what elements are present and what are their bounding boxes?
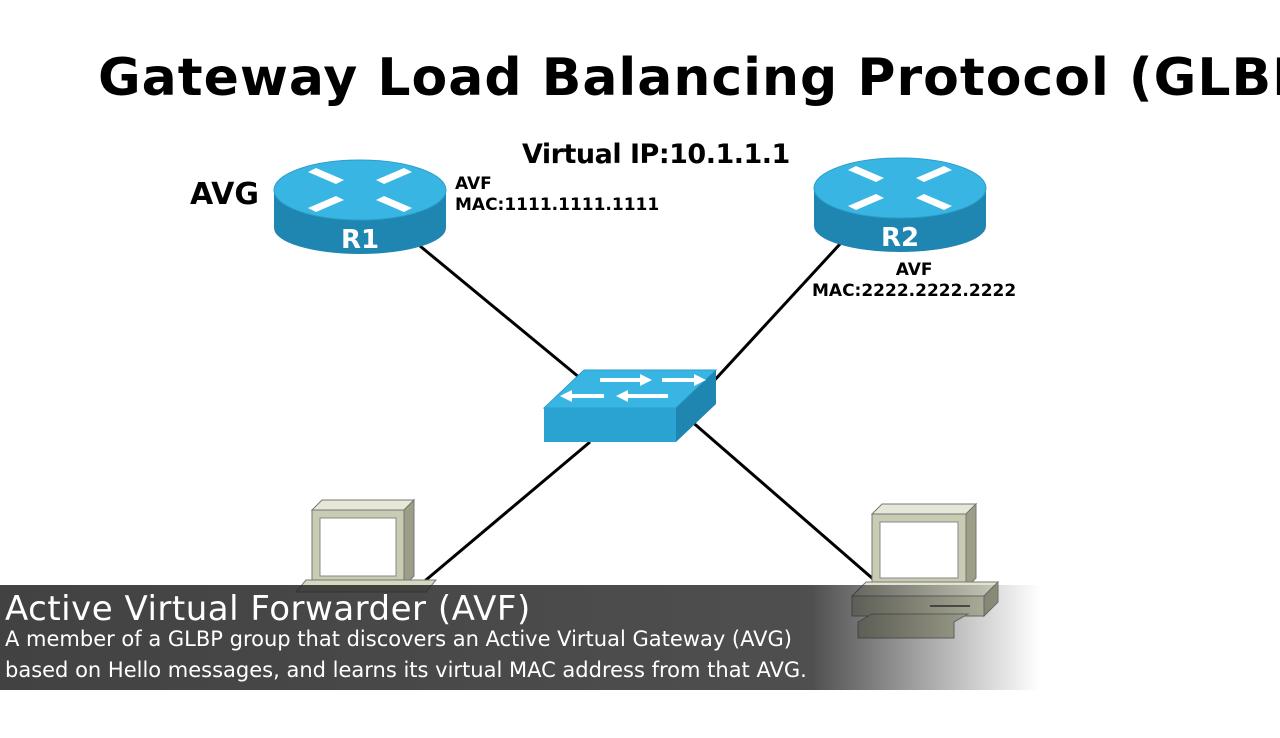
router-r2-name: R2: [881, 223, 919, 253]
pc-left-icon: [294, 498, 438, 593]
diagram-title: Gateway Load Balancing Protocol (GLBP): [98, 48, 1280, 108]
link-r2-switch: [698, 242, 842, 398]
r1-mac-label: MAC:1111.1111.1111: [455, 195, 660, 215]
link-r1-switch: [419, 244, 581, 380]
virtual-ip-label: Virtual IP:10.1.1.1: [522, 139, 790, 170]
r2-info: AVF MAC:2222.2222.2222: [812, 260, 1016, 302]
caption-banner: [0, 585, 1040, 690]
r2-forwarder-label: AVF: [895, 260, 933, 280]
caption-line-1: A member of a GLBP group that discovers …: [5, 627, 792, 651]
caption-title: Active Virtual Forwarder (AVF): [5, 589, 531, 629]
router-r1-name: R1: [341, 225, 379, 255]
r1-forwarder-label: AVF: [455, 174, 492, 194]
link-switch-pc-left: [419, 440, 591, 587]
switch-icon: [542, 369, 718, 442]
link-switch-pc-right: [689, 418, 881, 587]
r2-mac-label: MAC:2222.2222.2222: [812, 281, 1017, 301]
r1-info: AVF MAC:1111.1111.1111: [455, 174, 659, 216]
router-r1-icon: R1: [273, 159, 447, 255]
caption-line-2: based on Hello messages, and learns its …: [5, 658, 807, 682]
r1-role-label: AVG: [190, 177, 260, 212]
router-r2-icon: R2: [813, 157, 987, 253]
